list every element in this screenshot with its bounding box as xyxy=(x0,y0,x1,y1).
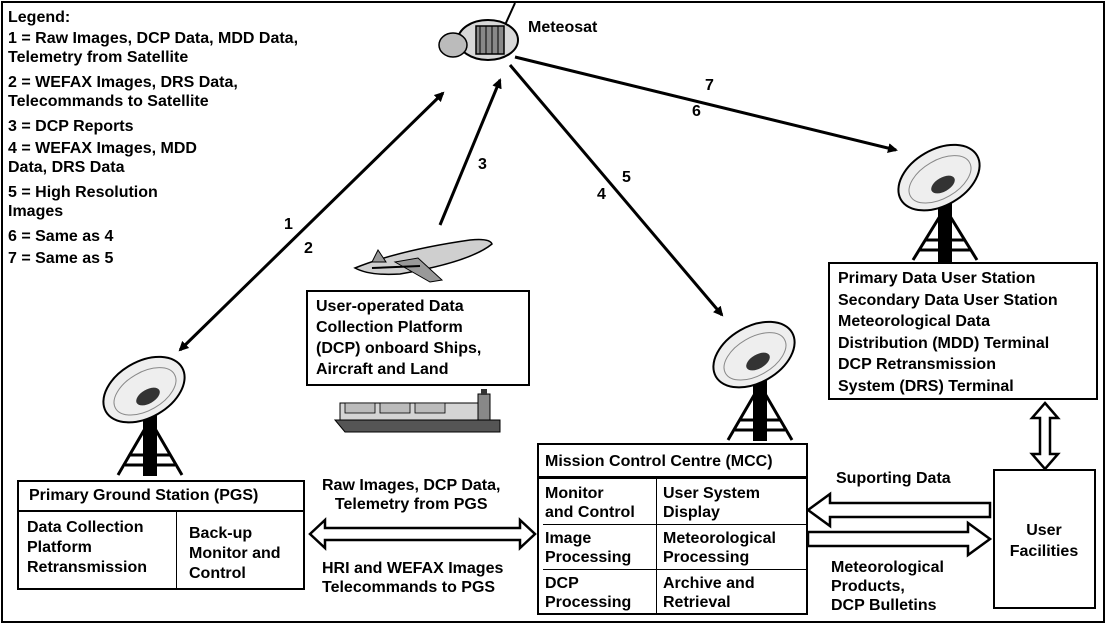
link-userstation-userfacilities xyxy=(1029,401,1061,471)
mcc-user-bottom-label: Meteorological Products, DCP Bulletins xyxy=(831,559,944,614)
link-number-6: 6 xyxy=(692,103,701,120)
link-userfacilities-mcc xyxy=(805,491,992,529)
satellite-icon xyxy=(438,2,519,61)
mcc-cell-image-processing: Image Processing xyxy=(545,530,632,566)
user-facilities-box: User Facilities xyxy=(993,469,1096,609)
dish-antenna-icon xyxy=(712,320,796,441)
link-number-3: 3 xyxy=(478,156,487,173)
dish-antenna-icon xyxy=(897,143,981,262)
satellite-label: Meteosat xyxy=(528,19,598,36)
pgs-title-row: Primary Ground Station (PGS) xyxy=(19,482,303,512)
legend-entry-6: 6 = Same as 4 xyxy=(8,228,114,245)
link-number-5: 5 xyxy=(622,169,631,186)
link-number-4: 4 xyxy=(597,186,606,203)
dish-antenna-icon xyxy=(102,355,186,476)
pgs-cell-dcp-retransmission: Data Collection Platform Retransmission xyxy=(27,519,148,576)
pgs-title: Primary Ground Station (PGS) xyxy=(29,487,259,504)
link-satellite-userstation xyxy=(514,55,898,153)
pgs-cell-backup-control: Back-up Monitor and Control xyxy=(189,525,281,582)
pgs-mcc-top-label: Raw Images, DCP Data, Telemetry from PGS xyxy=(322,477,501,513)
legend-entry-3: 3 = DCP Reports xyxy=(8,118,134,135)
mcc-box: Mission Control Centre (MCC) Monitor and… xyxy=(537,443,808,615)
link-pgs-satellite xyxy=(178,91,445,352)
pgs-divider xyxy=(176,512,177,588)
mcc-cell-monitor-control: Monitor and Control xyxy=(545,485,635,521)
mcc-cell-archive-retrieval: Archive and Retrieval xyxy=(663,575,755,611)
pgs-box: Primary Ground Station (PGS) Data Collec… xyxy=(17,480,305,590)
link-number-1: 1 xyxy=(284,216,293,233)
dcp-box-text: User-operated Data Collection Platform (… xyxy=(316,298,482,378)
dcp-box: User-operated Data Collection Platform (… xyxy=(306,290,530,386)
mcc-divider-h2 xyxy=(543,569,806,570)
link-number-7: 7 xyxy=(705,77,714,94)
mcc-title: Mission Control Centre (MCC) xyxy=(545,453,773,470)
link-dcp-satellite xyxy=(438,78,502,226)
mcc-user-top-label: Suporting Data xyxy=(836,470,951,487)
mcc-cell-dcp-processing: DCP Processing xyxy=(545,575,632,611)
user-station-text: Primary Data User Station Secondary Data… xyxy=(838,270,1058,395)
legend-entry-5: 5 = High Resolution Images xyxy=(8,184,158,220)
ship-icon xyxy=(333,389,501,433)
legend-entry-2: 2 = WEFAX Images, DRS Data, Telecommands… xyxy=(8,74,238,110)
user-facilities-text: User Facilities xyxy=(1009,522,1079,560)
user-station-box: Primary Data User Station Secondary Data… xyxy=(828,262,1098,400)
mcc-title-row: Mission Control Centre (MCC) xyxy=(539,445,806,479)
mcc-cell-user-system-display: User System Display xyxy=(663,485,760,521)
mcc-cell-meteorological-processing: Meteorological Processing xyxy=(663,530,776,566)
link-mcc-userfacilities xyxy=(806,520,993,558)
link-number-2: 2 xyxy=(304,240,313,257)
link-satellite-mcc xyxy=(508,64,724,317)
legend-title: Legend: xyxy=(8,9,71,26)
mcc-divider-h1 xyxy=(543,524,806,525)
pgs-mcc-bottom-label: HRI and WEFAX Images Telecommands to PGS xyxy=(322,560,504,596)
mcc-divider-v xyxy=(656,479,657,613)
legend-entry-1: 1 = Raw Images, DCP Data, MDD Data, Tele… xyxy=(8,30,299,66)
legend-entry-4: 4 = WEFAX Images, MDD Data, DRS Data xyxy=(8,140,197,176)
link-pgs-mcc xyxy=(308,517,537,551)
airplane-icon xyxy=(353,238,493,283)
legend-entry-7: 7 = Same as 5 xyxy=(8,250,114,267)
